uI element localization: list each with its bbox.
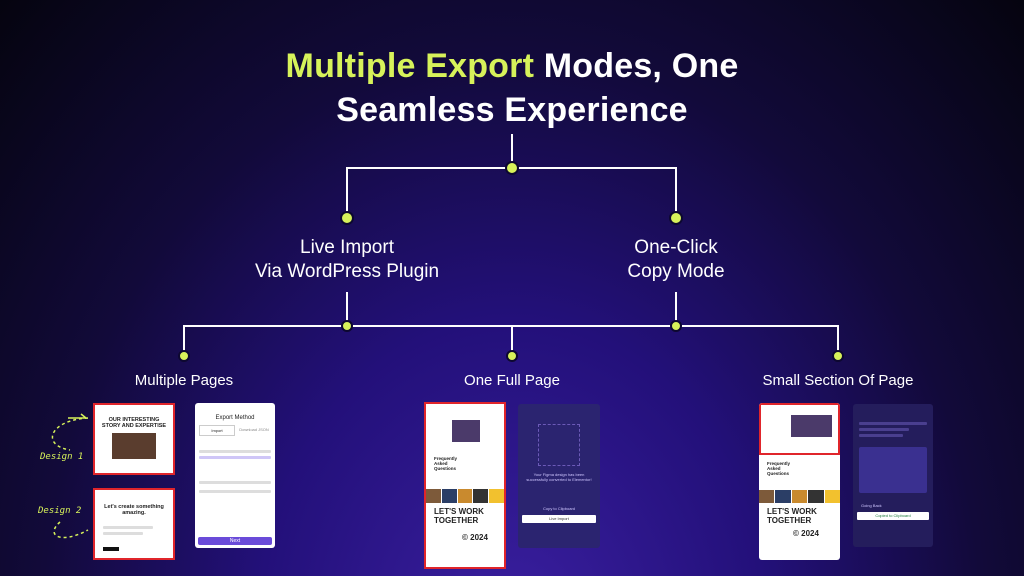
branch-live-import: Live Import Via WordPress Plugin [232, 236, 462, 284]
leaf-small-section: Small Section Of Page [762, 372, 914, 389]
branch-live-import-line2: Via WordPress Plugin [254, 261, 440, 282]
small-section-copy-panel: Going Back Copied to Clipboard [853, 404, 933, 547]
leaf-one-full-page: One Full Page [464, 372, 560, 389]
small-section-thumbnail: Frequently Asked Questions LET'S WORK TO… [759, 403, 840, 560]
story-heading: OUR INTERESTING STORY AND EXPERTISE [101, 417, 167, 429]
page-title: Multiple Export Modes, One Seamless Expe… [0, 44, 1024, 132]
faq-heading: Frequently Asked Questions [434, 456, 458, 471]
copy-to-clipboard[interactable]: Copy to Clipboard [542, 506, 576, 511]
node-dot-leaf-1 [178, 350, 190, 362]
design2-arrow [53, 521, 89, 539]
node-dot-left [340, 211, 354, 225]
design2-thumbnail: Let's create something amazing. [93, 488, 175, 560]
branch-copy-mode-line2: Copy Mode [627, 261, 725, 282]
branch-copy-mode: One-Click Copy Mode [576, 236, 776, 284]
full-page-copy-panel: Your Figma design has been successfully … [518, 404, 600, 548]
branch-live-import-line1: Live Import [300, 237, 394, 258]
design1-thumbnail: OUR INTERESTING STORY AND EXPERTISE [93, 403, 175, 475]
small-copyright: © 2024 [793, 529, 819, 538]
small-work-together: LET'S WORK TOGETHER [767, 507, 817, 525]
title-highlight: Multiple Export [285, 47, 535, 85]
top-branch-line [346, 167, 677, 218]
story-image [112, 433, 156, 459]
copyright: © 2024 [462, 533, 488, 542]
going-back[interactable]: Going Back [861, 503, 882, 508]
design1-arrow-head [68, 413, 89, 419]
full-page-thumbnail: Frequently Asked Questions LET'S WORK TO… [424, 402, 506, 569]
next-button[interactable]: Next [198, 537, 272, 545]
selected-section-frame [759, 403, 840, 455]
export-method-panel: Export Method Import Download JSON Next [195, 403, 275, 548]
small-faq-heading: Frequently Asked Questions [767, 461, 791, 476]
figma-message: Your Figma design has been successfully … [526, 472, 592, 482]
live-import-button[interactable]: Live Import [522, 515, 596, 523]
title-line1-rest: Modes, One [534, 47, 739, 85]
node-dot-root [505, 161, 519, 175]
leaf-multiple-pages: Multiple Pages [134, 372, 234, 389]
full-page-image [452, 420, 480, 442]
design1-label: Design 1 [40, 452, 84, 462]
node-dot-leaf-3 [832, 350, 844, 362]
tab-import[interactable]: Import [199, 425, 235, 436]
node-dot-right-bottom [670, 320, 682, 332]
create-heading: Let's create something amazing. [104, 504, 164, 516]
node-dot-leaf-2 [506, 350, 518, 362]
work-together: LET'S WORK TOGETHER [434, 507, 484, 525]
design1-arrow [51, 417, 89, 451]
tab-download[interactable]: Download JSON [239, 427, 269, 432]
title-line2: Seamless Experience [336, 91, 688, 129]
export-method-title: Export Method [215, 415, 255, 421]
branch-copy-mode-line1: One-Click [634, 237, 718, 258]
node-dot-left-bottom [341, 320, 353, 332]
node-dot-right [669, 211, 683, 225]
copied-to-clipboard: Copied to Clipboard [857, 512, 929, 520]
design2-label: Design 2 [38, 506, 82, 516]
